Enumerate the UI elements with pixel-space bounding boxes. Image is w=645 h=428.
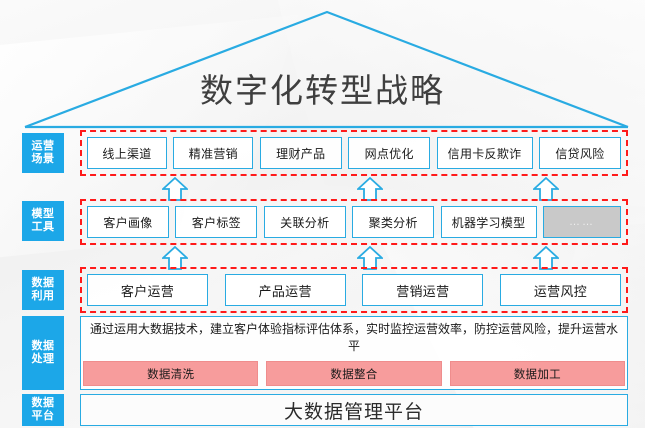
page-title: 数字化转型战略 (200, 74, 445, 110)
up-arrow-icon-model-3 (533, 246, 559, 270)
sidebar-item-data-platform[interactable]: 数据 平台 (22, 394, 64, 426)
up-arrow-icon-model-1 (162, 246, 188, 270)
model-card-cluster-analysis[interactable]: 聚类分析 (352, 206, 435, 238)
sidebar-item-data-usage[interactable]: 数据 利用 (22, 270, 64, 310)
sidebar-item-model-tools-line1: 模型 (31, 208, 55, 220)
usage-card-marketing-operations[interactable]: 营销运营 (362, 274, 484, 306)
roof-outline-icon (24, 10, 629, 129)
usage-card-operations-risk[interactable]: 运营风控 (499, 274, 621, 306)
model-card-machine-learning[interactable]: 机器学习模型 (440, 206, 537, 238)
model-card-more[interactable]: …… (542, 206, 621, 238)
sidebar-item-model-tools-line2: 工具 (31, 221, 55, 233)
scenario-card-card-fraud[interactable]: 信用卡反欺诈 (436, 137, 533, 169)
model-card-association-analysis[interactable]: 关联分析 (263, 206, 346, 238)
model-card-customer-profile[interactable]: 客户画像 (87, 206, 169, 238)
sidebar-item-data-platform-line2: 平台 (31, 410, 55, 422)
scenario-card-wealth-products[interactable]: 理财产品 (259, 137, 342, 169)
sidebar-item-scenarios-line1: 运营 (31, 140, 55, 152)
up-arrow-icon-scenarios-1 (162, 177, 188, 201)
data-processing-steps: 数据清洗 数据整合 数据加工 (81, 359, 627, 389)
data-processing-panel: 通过运用大数据技术，建立客户体验指标评估体系，实时监控运营效率，防控运营风险，提… (80, 316, 628, 390)
sidebar-item-data-usage-line1: 数据 (31, 277, 55, 289)
model-tools-band: 客户画像 客户标签 关联分析 聚类分析 机器学习模型 …… (80, 199, 628, 245)
sidebar-item-model-tools[interactable]: 模型 工具 (22, 201, 64, 241)
process-step-data-integration[interactable]: 数据整合 (266, 361, 442, 386)
up-arrow-icon-scenarios-2 (357, 177, 383, 201)
data-platform-bar[interactable]: 大数据管理平台 (80, 394, 628, 426)
up-arrow-icon-model-2 (357, 246, 383, 270)
sidebar-item-data-platform-line1: 数据 (31, 397, 55, 409)
scenario-card-credit-risk[interactable]: 信贷风险 (538, 137, 621, 169)
sidebar-item-data-processing[interactable]: 数据 处理 (22, 316, 64, 390)
scenario-card-online-channel[interactable]: 线上渠道 (87, 137, 167, 169)
usage-card-customer-operations[interactable]: 客户运营 (87, 274, 208, 306)
model-card-customer-tags[interactable]: 客户标签 (175, 206, 258, 238)
sidebar-item-data-processing-line2: 处理 (31, 353, 55, 365)
data-processing-description: 通过运用大数据技术，建立客户体验指标评估体系，实时监控运营效率，防控运营风险，提… (89, 322, 618, 353)
sidebar-item-data-processing-line1: 数据 (31, 340, 55, 352)
usage-card-product-operations[interactable]: 产品运营 (224, 274, 346, 306)
scenario-card-precision-marketing[interactable]: 精准营销 (173, 137, 254, 169)
data-usage-band: 客户运营 产品运营 营销运营 运营风控 (80, 267, 628, 313)
process-step-data-processing[interactable]: 数据加工 (449, 361, 625, 386)
process-step-data-cleaning[interactable]: 数据清洗 (83, 361, 259, 386)
sidebar-item-scenarios-line2: 场景 (31, 153, 55, 165)
up-arrow-icon-scenarios-3 (533, 177, 559, 201)
scenarios-band: 线上渠道 精准营销 理财产品 网点优化 信用卡反欺诈 信贷风险 (80, 130, 628, 176)
sidebar-item-data-usage-line2: 利用 (31, 290, 55, 302)
sidebar-item-scenarios[interactable]: 运营 场景 (22, 133, 64, 173)
scenario-card-branch-optimization[interactable]: 网点优化 (348, 137, 431, 169)
